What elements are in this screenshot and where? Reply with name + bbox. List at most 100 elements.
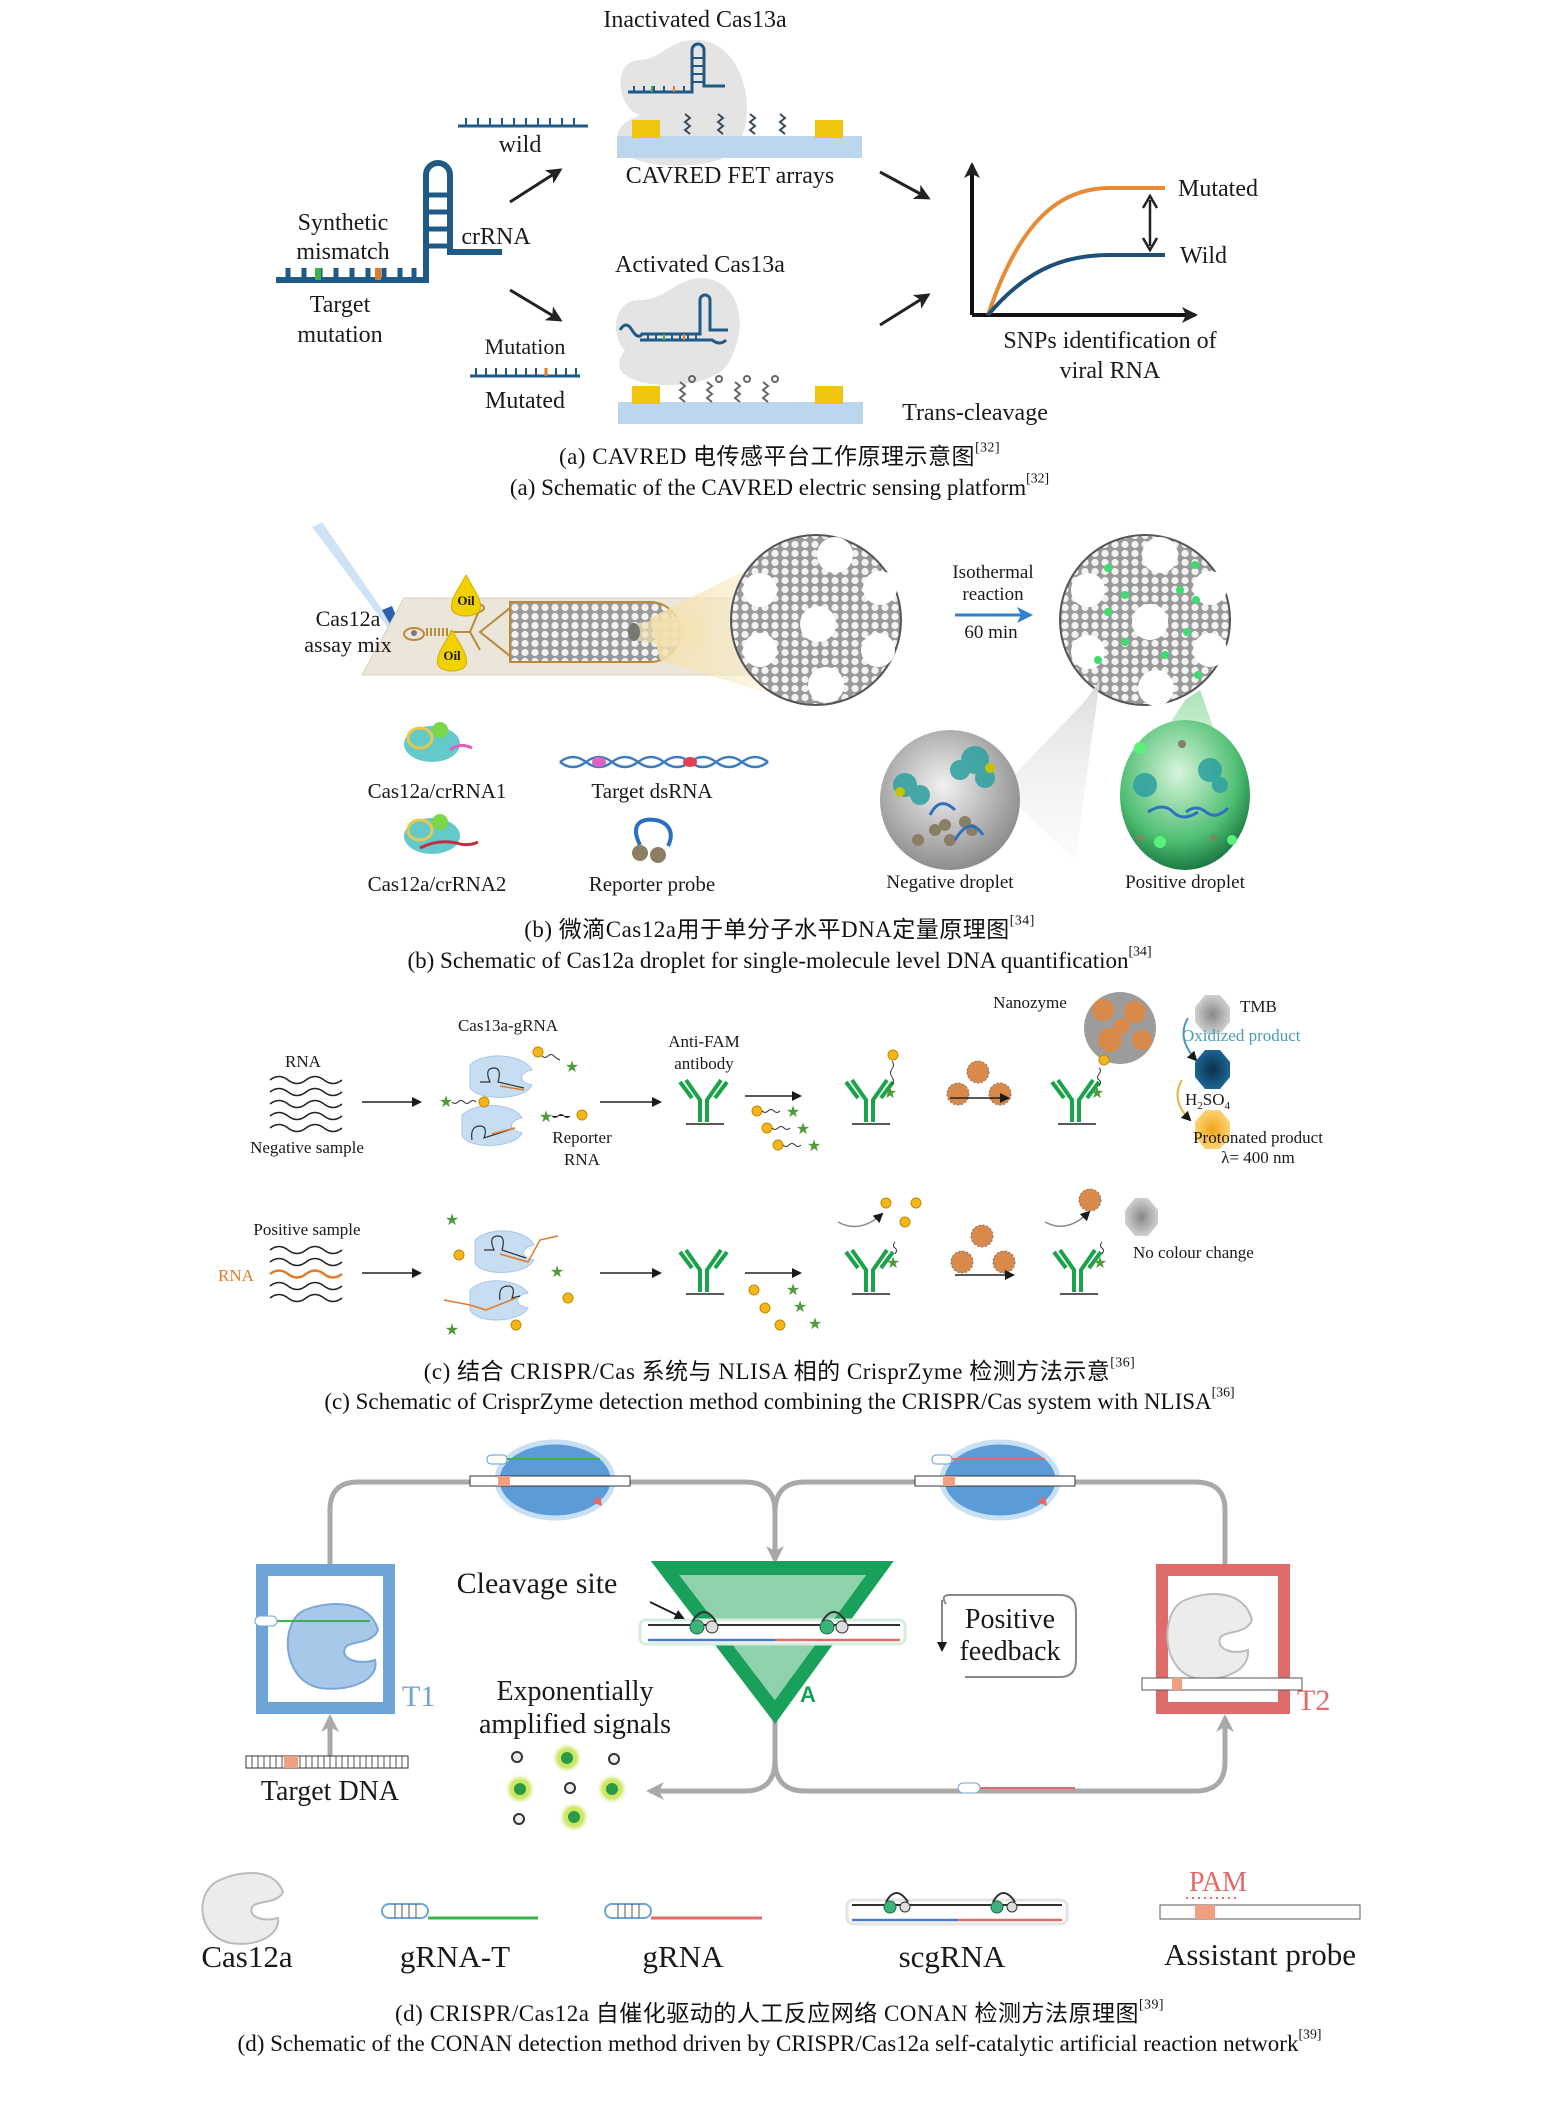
legend-assistant-probe-label: Assistant probe	[1164, 1937, 1356, 1972]
target-mutation-label-1: Target	[310, 292, 371, 318]
t2-box	[1156, 1564, 1290, 1714]
legend-scgrna-icon	[845, 1892, 1069, 1926]
target-mutation-label-2: mutation	[297, 322, 382, 348]
no-change-octagon-icon	[1125, 1198, 1158, 1236]
inactivated-crrna-icon	[628, 42, 725, 94]
t2-assistant-probe-icon	[1141, 1677, 1303, 1691]
scgrna-central-icon	[638, 1611, 907, 1646]
svg-text:★: ★	[786, 1282, 800, 1299]
tmb-label: TMB	[1240, 997, 1277, 1016]
assay-mix-label-2: assay mix	[304, 632, 391, 657]
nanozyme-cluster-icon	[1084, 992, 1156, 1066]
snp-graph: Mutated Wild SNPs identification of vira…	[964, 162, 1258, 384]
reaction-time-label: 60 min	[964, 622, 1018, 643]
antibody-icon-2	[844, 1078, 895, 1125]
h2so4-label: H2SO4	[1185, 1090, 1231, 1112]
legend-cas12a-icon	[201, 1871, 285, 1945]
release-arrow-1-icon	[837, 1212, 884, 1228]
curve-mutated-label: Mutated	[1178, 176, 1258, 202]
reporter-rna-icons: ★ ★ ★	[439, 1046, 588, 1126]
bound-star-2-icon: ★	[1093, 1241, 1107, 1272]
tmb-octagon-icon	[1195, 995, 1230, 1034]
t1-label: T1	[402, 1680, 435, 1713]
positive-feedback-label-2: feedback	[959, 1636, 1060, 1667]
oil-label-bottom: Oil	[443, 648, 461, 663]
svg-text:★: ★	[807, 1138, 821, 1155]
protonated-octagon-icon	[1195, 1110, 1230, 1149]
caption-a-en: (a) Schematic of the CAVRED electric sen…	[0, 471, 1559, 501]
activated-crrna-icon	[618, 293, 728, 345]
curve-wild-label: Wild	[1180, 243, 1227, 269]
t1-cas12a-icon	[254, 1603, 380, 1690]
svg-text:★: ★	[883, 1085, 897, 1102]
caption-d-en-text: (d) Schematic of the CONAN detection met…	[237, 2031, 1299, 2056]
reporter-probe-icon	[632, 817, 673, 863]
svg-text:★: ★	[445, 1212, 459, 1229]
caption-c-cn-ref: [36]	[1110, 1354, 1136, 1370]
t1-box	[256, 1564, 395, 1714]
nanozyme-label: Nanozyme	[993, 993, 1067, 1012]
negative-sample-label: Negative sample	[250, 1138, 364, 1157]
caption-a-cn-ref: [32]	[975, 439, 1001, 455]
antibody-icon-1	[678, 1078, 729, 1125]
caption-b-cn: (b) 微滴Cas12a用于单分子水平DNA定量原理图[34]	[0, 910, 1559, 944]
panel-b: Oil Oil Cas12a assay mix Isothermal reac…	[304, 522, 1250, 896]
svg-text:★: ★	[786, 1104, 800, 1121]
cleavage-pointer-icon	[649, 1601, 685, 1620]
legend-reporter-probe-label: Reporter probe	[589, 872, 716, 896]
curve-wild	[986, 253, 1165, 317]
anti-fam-label-2: antibody	[674, 1054, 734, 1073]
antibody-icon-3	[1050, 1078, 1101, 1125]
mutated-rna-strand-icon	[470, 368, 580, 378]
synthetic-mismatch-label-2: mismatch	[296, 239, 389, 265]
pam-label: PAM	[1189, 1867, 1247, 1898]
svg-text:★: ★	[445, 1322, 459, 1339]
bound-reporter-1-icon: ★	[883, 1049, 899, 1102]
no-colour-change-label: No colour change	[1133, 1243, 1254, 1262]
droplet-array-before-icon	[730, 534, 902, 706]
caption-a-en-ref: [32]	[1026, 470, 1050, 486]
cas13a-grna-label: Cas13a-gRNA	[458, 1016, 559, 1035]
positive-droplet-icon	[1120, 720, 1250, 870]
rna-label: RNA	[285, 1052, 322, 1071]
oxidation-arrow-icon	[1182, 1017, 1198, 1062]
activated-cas13a-label: Activated Cas13a	[615, 252, 785, 278]
target-dna-label: Target DNA	[261, 1776, 400, 1807]
snp-label-2: viral RNA	[1060, 358, 1161, 384]
svg-text:★: ★	[886, 1255, 900, 1272]
cleaved-reporters-icon: ★ ★ ★	[445, 1212, 574, 1339]
cas13a-target-complex-2-icon	[443, 1280, 529, 1321]
panel-a: Inactivated Cas13a wild	[276, 7, 1258, 426]
snp-label-1: SNPs identification of	[1003, 328, 1216, 354]
legend-cas12a-label: Cas12a	[201, 1939, 293, 1974]
exponentially-label-1: Exponentially	[496, 1676, 653, 1707]
legend-grna-t-icon	[381, 1903, 538, 1920]
arrow-fet-to-graph-icon	[879, 170, 931, 200]
oxidized-product-label: Oxidized product	[1182, 1026, 1301, 1045]
cas12a-crrna2-icon	[404, 814, 479, 854]
positive-feedback-bracket-icon	[942, 1594, 1077, 1678]
antibody-icon-4	[678, 1248, 729, 1295]
released-reporters-2-icon: ★ ★ ★	[748, 1282, 822, 1333]
antibody-icon-6	[1052, 1248, 1103, 1295]
svg-text:★: ★	[1093, 1255, 1107, 1272]
bound-star-1-icon: ★	[886, 1241, 900, 1272]
caption-b-en: (b) Schematic of Cas12a droplet for sing…	[0, 944, 1559, 974]
caption-d-cn: (d) CRISPR/Cas12a 自催化驱动的人工反应网络 CONAN 检测方…	[0, 1994, 1559, 2028]
exponentially-label-2: amplified signals	[479, 1709, 671, 1740]
svg-text:★: ★	[439, 1094, 453, 1111]
curve-mutated	[986, 186, 1165, 316]
svg-text:★: ★	[539, 1109, 553, 1126]
cas13a-target-complex-1-icon	[474, 1230, 559, 1273]
cas12a-crrna1-icon	[404, 722, 473, 762]
released-reporters-1-icon: ★ ★ ★	[751, 1104, 821, 1155]
panel-d: T1 T2 A Cleavage site P	[201, 1439, 1361, 1974]
caption-c-en-ref: [36]	[1211, 1384, 1235, 1400]
caption-d-cn-text: (d) CRISPR/Cas12a 自催化驱动的人工反应网络 CONAN 检测方…	[395, 2001, 1139, 2026]
caption-d-en-ref: [39]	[1298, 2026, 1322, 2042]
rna-orange-label: RNA	[218, 1266, 255, 1285]
crrna-label: crRNA	[461, 224, 531, 250]
caption-d-en: (d) Schematic of the CONAN detection met…	[0, 2027, 1559, 2057]
t2-label: T2	[1297, 1684, 1330, 1717]
